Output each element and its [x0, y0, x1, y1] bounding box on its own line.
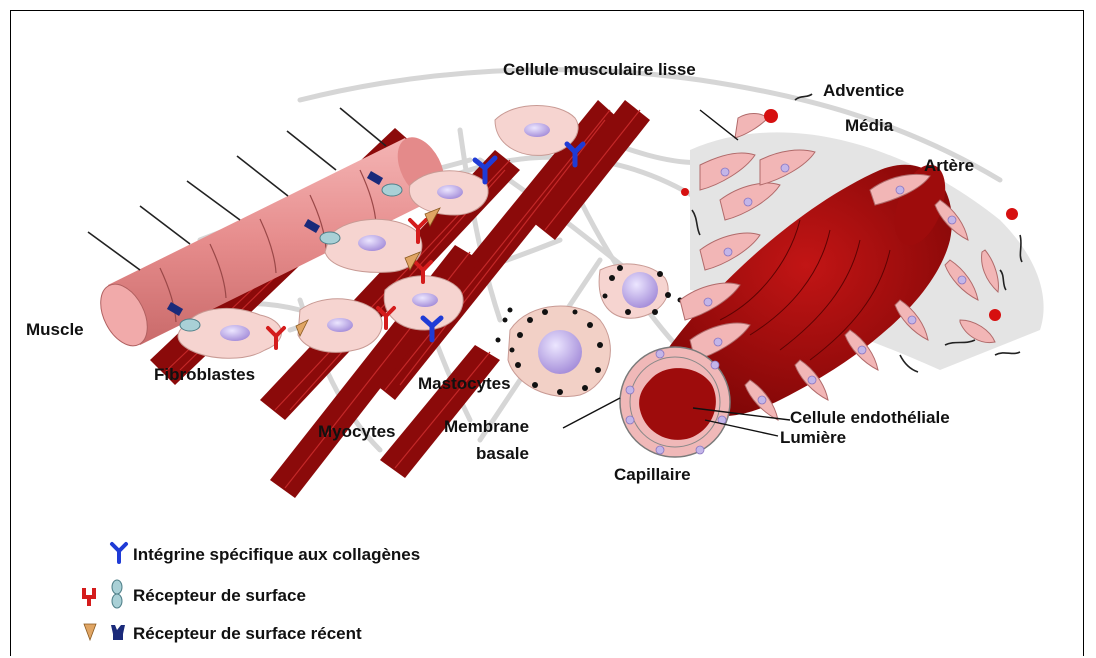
mast-cell	[496, 306, 611, 397]
label-myocytes: Myocytes	[318, 422, 395, 442]
recent-surface-receptor-icon	[84, 624, 125, 640]
surface-receptor-icon	[84, 580, 122, 608]
label-muscle: Muscle	[26, 320, 84, 340]
label-mast-cells: Mastocytes	[418, 374, 511, 394]
collagen-integrin-icon	[112, 544, 126, 562]
label-adventitia: Adventice	[823, 81, 904, 101]
label-lumen: Lumière	[780, 428, 846, 448]
label-basement-membrane-2: basale	[476, 444, 529, 464]
label-endothelial-cell: Cellule endothéliale	[790, 408, 950, 428]
capillary	[620, 347, 730, 457]
legend-surface-receptor: Récepteur de surface	[133, 586, 306, 606]
label-media: Média	[845, 116, 893, 136]
legend-collagen-integrin: Intégrine spécifique aux collagènes	[133, 545, 420, 565]
label-capillary: Capillaire	[614, 465, 691, 485]
label-fibroblasts: Fibroblastes	[154, 365, 255, 385]
legend-recent-surface-receptor: Récepteur de surface récent	[133, 624, 362, 644]
label-artery: Artère	[924, 156, 974, 176]
label-basement-membrane-1: Membrane	[444, 417, 529, 437]
label-smooth-muscle-cell: Cellule musculaire lisse	[503, 60, 696, 80]
